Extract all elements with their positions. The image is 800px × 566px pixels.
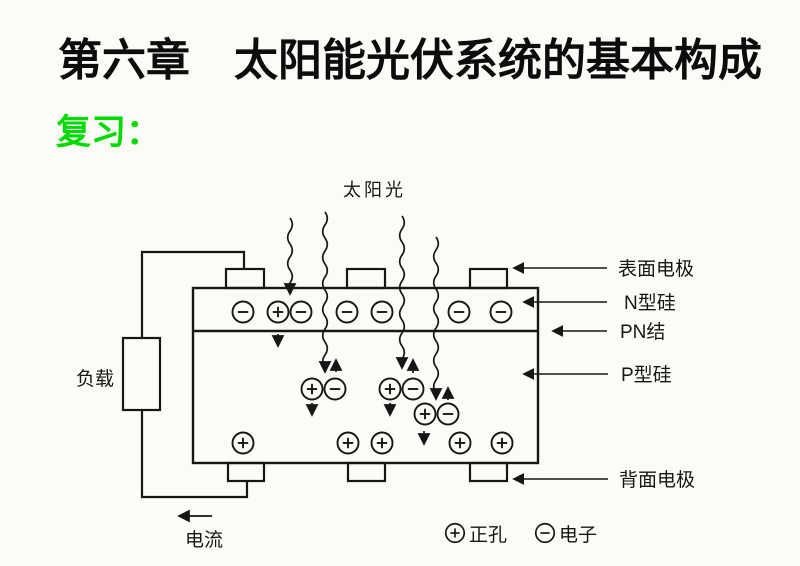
legend-electron-icon	[534, 522, 556, 544]
hole-icon	[448, 431, 472, 455]
surface-electrode	[345, 267, 387, 290]
sunlight-ray-icon	[283, 217, 297, 296]
electron-icon	[335, 300, 359, 324]
back-electrode	[468, 461, 509, 483]
callout-back-electrode: 背面电极	[619, 469, 695, 491]
surface-electrode	[468, 267, 509, 290]
load-box	[121, 336, 162, 412]
callout-n-type-silicon: N型硅	[624, 292, 676, 314]
sunlight-ray-icon	[429, 236, 443, 401]
slide-title: 第六章 太阳能光伏系统的基本构成	[58, 36, 762, 85]
electron-icon	[489, 300, 513, 324]
hole-icon	[336, 431, 360, 455]
callout-surface-electrode: 表面电极	[618, 258, 694, 280]
load-label: 负载	[76, 368, 114, 390]
legend-hole-label: 正孔	[469, 524, 507, 546]
electron-icon	[323, 377, 347, 401]
electron-icon	[401, 377, 425, 401]
current-label: 电流	[185, 529, 223, 551]
electron-icon	[447, 300, 471, 324]
electron-icon	[370, 300, 394, 324]
hole-icon	[231, 431, 255, 455]
sunlight-ray-icon	[318, 211, 332, 374]
electron-icon	[231, 300, 255, 324]
electron-icon	[289, 300, 313, 324]
surface-electrode	[224, 267, 266, 290]
circuit-wire-bottom	[140, 410, 249, 499]
callout-p-type-silicon: P型硅	[621, 364, 672, 386]
hole-icon	[378, 377, 402, 401]
hole-icon	[300, 377, 324, 401]
hole-icon	[370, 431, 394, 455]
hole-icon	[413, 402, 437, 426]
legend-electron-label: 电子	[559, 524, 597, 546]
hole-icon	[266, 300, 290, 324]
sunlight-ray-icon	[395, 215, 409, 370]
back-electrode	[346, 461, 387, 483]
circuit-wire-top	[140, 250, 246, 338]
legend-hole-icon	[444, 522, 466, 544]
hole-icon	[490, 431, 514, 455]
electron-icon	[436, 402, 460, 426]
review-label: 复习：	[56, 113, 162, 152]
back-electrode	[226, 461, 266, 483]
sunlight-label: 太阳光	[343, 180, 406, 200]
callout-pn-junction: PN结	[620, 321, 665, 343]
cell-body	[191, 286, 540, 465]
